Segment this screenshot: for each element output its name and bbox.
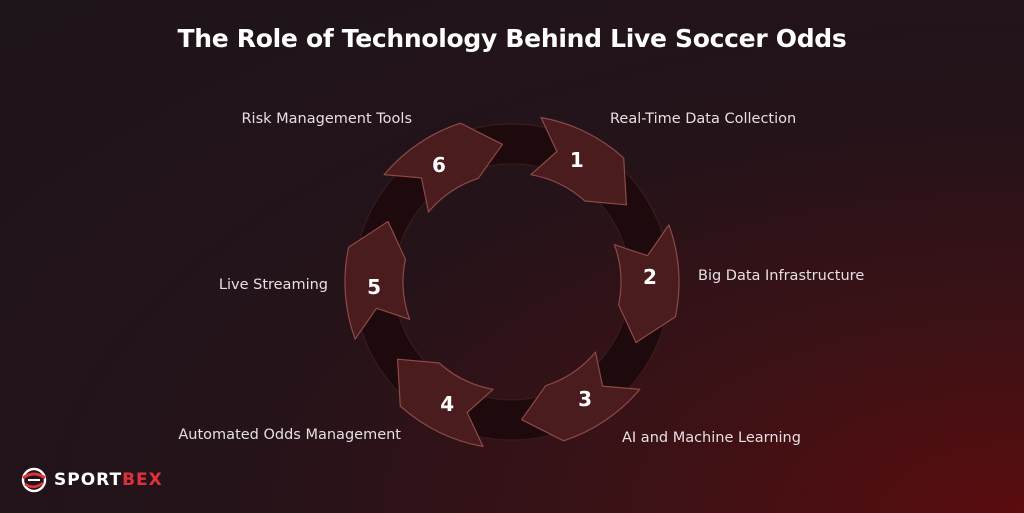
sportbex-logo-icon	[21, 467, 47, 493]
page-title: The Role of Technology Behind Live Socce…	[177, 24, 847, 53]
brand-name: SPORTBEX	[54, 470, 163, 490]
step-label-real-time-data-collection: Real-Time Data Collection	[610, 111, 797, 127]
step-label-risk-management-tools: Risk Management Tools	[241, 111, 412, 127]
cycle-arrow-step-5	[344, 220, 411, 340]
step-label-ai-machine-learning: AI and Machine Learning	[622, 430, 801, 446]
cycle-arrow-step-1	[530, 116, 627, 206]
step-label-live-streaming: Live Streaming	[218, 277, 328, 293]
step-label-automated-odds-management: Automated Odds Management	[178, 427, 401, 443]
cycle-arrow-step-4	[397, 358, 494, 448]
brand-name-main: SPORT	[54, 470, 123, 490]
step-number-1: 1	[570, 148, 584, 172]
cycle-arrow-step-6	[383, 122, 503, 213]
cycle-arrow-step-2	[613, 224, 680, 344]
step-number-4: 4	[440, 392, 454, 416]
brand-name-accent: BEX	[122, 470, 163, 490]
step-number-5: 5	[367, 275, 381, 299]
cycle-arrow-step-3	[521, 351, 641, 442]
step-number-6: 6	[432, 153, 446, 177]
step-number-2: 2	[643, 265, 657, 289]
step-label-big-data-infrastructure: Big Data Infrastructure	[698, 268, 865, 284]
sportbex-logo: SPORTBEX	[20, 466, 163, 494]
step-number-3: 3	[578, 387, 592, 411]
